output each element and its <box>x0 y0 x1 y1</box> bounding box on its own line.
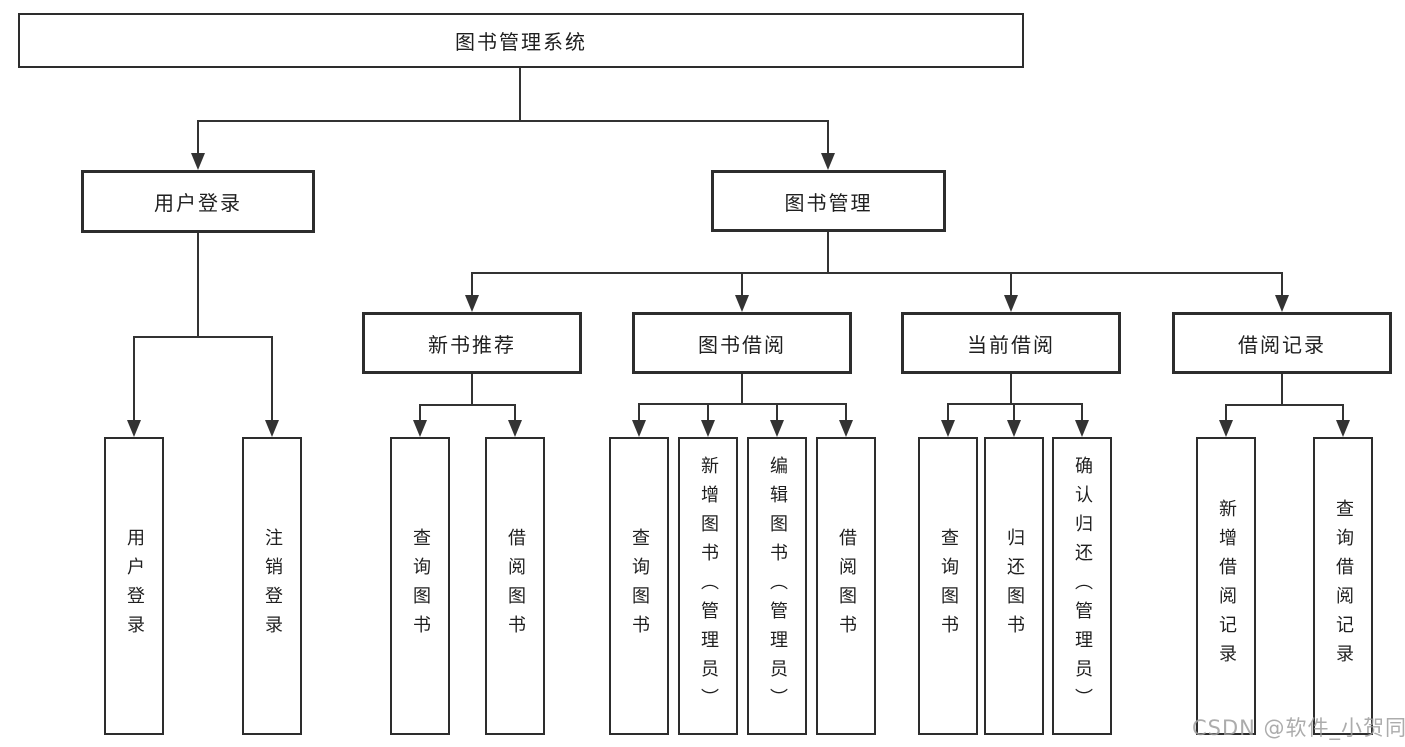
node-book-borrowing-label: 图书借阅 <box>698 332 786 357</box>
edge-to-leaf-query-borrow <box>638 403 640 422</box>
edge-to-leaf-confirm-return <box>1081 403 1083 422</box>
arrow-to-user-login <box>191 153 205 170</box>
leaf-add-borrow-record-label: 新增借阅记录 <box>1216 499 1237 673</box>
edge-to-leaf-borrow-books <box>845 403 847 422</box>
edge-to-leaf-user-login <box>133 336 135 422</box>
arrow-to-book-management <box>821 153 835 170</box>
edge-root-bar <box>197 120 829 122</box>
edge-root-stem <box>519 68 521 120</box>
leaf-query-books-borrow-label: 查询图书 <box>629 528 650 644</box>
arrow-to-leaf-add-record <box>1219 420 1233 437</box>
leaf-confirm-return-admin-label: 确认归还（管理员） <box>1072 455 1093 717</box>
arrow-to-leaf-user-login <box>127 420 141 437</box>
arrow-to-current-borrowing <box>1004 295 1018 312</box>
leaf-edit-books-admin-label: 编辑图书（管理员） <box>767 455 788 717</box>
edge-records-bar <box>1225 404 1344 406</box>
arrow-to-leaf-query-current <box>941 420 955 437</box>
leaf-edit-books-admin: 编辑图书（管理员） <box>747 437 807 735</box>
edge-to-leaf-logout <box>271 336 273 422</box>
leaf-query-books-current-label: 查询图书 <box>938 528 959 644</box>
edge-to-book-borrowing <box>741 272 743 297</box>
node-new-book-recommendation-label: 新书推荐 <box>428 332 516 357</box>
arrow-to-leaf-query-borrow <box>632 420 646 437</box>
edge-recommend-stem <box>471 374 473 404</box>
leaf-borrow-books: 借阅图书 <box>816 437 876 735</box>
edge-borrowing-stem <box>741 374 743 403</box>
edge-to-leaf-query-current <box>947 403 949 422</box>
node-current-borrowing-label: 当前借阅 <box>967 332 1055 357</box>
leaf-query-borrow-record-label: 查询借阅记录 <box>1333 499 1354 673</box>
leaf-user-login: 用户登录 <box>104 437 164 735</box>
arrow-to-leaf-query-recommend <box>413 420 427 437</box>
arrow-to-new-book-recommendation <box>465 295 479 312</box>
edge-to-book-management <box>827 120 829 156</box>
edge-to-current-borrowing <box>1010 272 1012 297</box>
arrow-to-leaf-borrow-recommend <box>508 420 522 437</box>
arrow-to-leaf-confirm-return <box>1075 420 1089 437</box>
arrow-to-book-borrowing <box>735 295 749 312</box>
edge-user-login-stem <box>197 233 199 336</box>
leaf-add-books-admin-label: 新增图书（管理员） <box>698 455 719 717</box>
edge-current-bar <box>947 403 1083 405</box>
arrow-to-borrowing-records <box>1275 295 1289 312</box>
leaf-add-borrow-record: 新增借阅记录 <box>1196 437 1256 735</box>
edge-recommend-bar <box>419 404 516 406</box>
edge-book-management-bar <box>471 272 1283 274</box>
edge-to-leaf-return-books <box>1013 403 1015 422</box>
edge-to-leaf-query-record <box>1342 404 1344 422</box>
edge-to-borrowing-records <box>1281 272 1283 297</box>
arrow-to-leaf-query-record <box>1336 420 1350 437</box>
leaf-query-books-borrow: 查询图书 <box>609 437 669 735</box>
leaf-return-books: 归还图书 <box>984 437 1044 735</box>
node-new-book-recommendation: 新书推荐 <box>362 312 582 374</box>
edge-to-user-login <box>197 120 199 156</box>
leaf-return-books-label: 归还图书 <box>1004 528 1025 644</box>
leaf-query-books-recommend: 查询图书 <box>390 437 450 735</box>
leaf-user-login-label: 用户登录 <box>124 528 145 644</box>
arrow-to-leaf-edit-books <box>770 420 784 437</box>
edge-to-leaf-borrow-recommend <box>514 404 516 422</box>
node-book-management: 图书管理 <box>711 170 946 232</box>
edge-records-stem <box>1281 374 1283 404</box>
leaf-query-borrow-record: 查询借阅记录 <box>1313 437 1373 735</box>
node-current-borrowing: 当前借阅 <box>901 312 1121 374</box>
node-user-login-label: 用户登录 <box>154 191 242 215</box>
leaf-query-books-current: 查询图书 <box>918 437 978 735</box>
arrow-to-leaf-add-books <box>701 420 715 437</box>
node-borrowing-records: 借阅记录 <box>1172 312 1392 374</box>
edge-to-leaf-add-record <box>1225 404 1227 422</box>
leaf-borrow-books-label: 借阅图书 <box>836 528 857 644</box>
arrow-to-leaf-borrow-books <box>839 420 853 437</box>
node-library-system-label: 图书管理系统 <box>455 30 587 54</box>
node-user-login: 用户登录 <box>81 170 315 233</box>
csdn-watermark: CSDN @软件_小贺同学 <box>1192 716 1405 740</box>
arrow-to-leaf-logout <box>265 420 279 437</box>
leaf-logout-label: 注销登录 <box>262 528 283 644</box>
leaf-borrow-books-recommend: 借阅图书 <box>485 437 545 735</box>
edge-to-new-book-recommendation <box>471 272 473 297</box>
edge-current-stem <box>1010 374 1012 403</box>
edge-to-leaf-query-recommend <box>419 404 421 422</box>
leaf-borrow-books-recommend-label: 借阅图书 <box>505 528 526 644</box>
edge-book-management-stem <box>827 232 829 272</box>
node-book-management-label: 图书管理 <box>784 190 873 215</box>
edge-borrowing-bar <box>638 403 847 405</box>
leaf-logout: 注销登录 <box>242 437 302 735</box>
node-book-borrowing: 图书借阅 <box>632 312 852 374</box>
edge-user-login-bar <box>133 336 273 338</box>
leaf-confirm-return-admin: 确认归还（管理员） <box>1052 437 1112 735</box>
node-borrowing-records-label: 借阅记录 <box>1238 332 1326 357</box>
node-library-system: 图书管理系统 <box>18 13 1024 68</box>
leaf-query-books-recommend-label: 查询图书 <box>410 528 431 644</box>
leaf-add-books-admin: 新增图书（管理员） <box>678 437 738 735</box>
edge-to-leaf-edit-books <box>776 403 778 422</box>
arrow-to-leaf-return-books <box>1007 420 1021 437</box>
edge-to-leaf-add-books <box>707 403 709 422</box>
